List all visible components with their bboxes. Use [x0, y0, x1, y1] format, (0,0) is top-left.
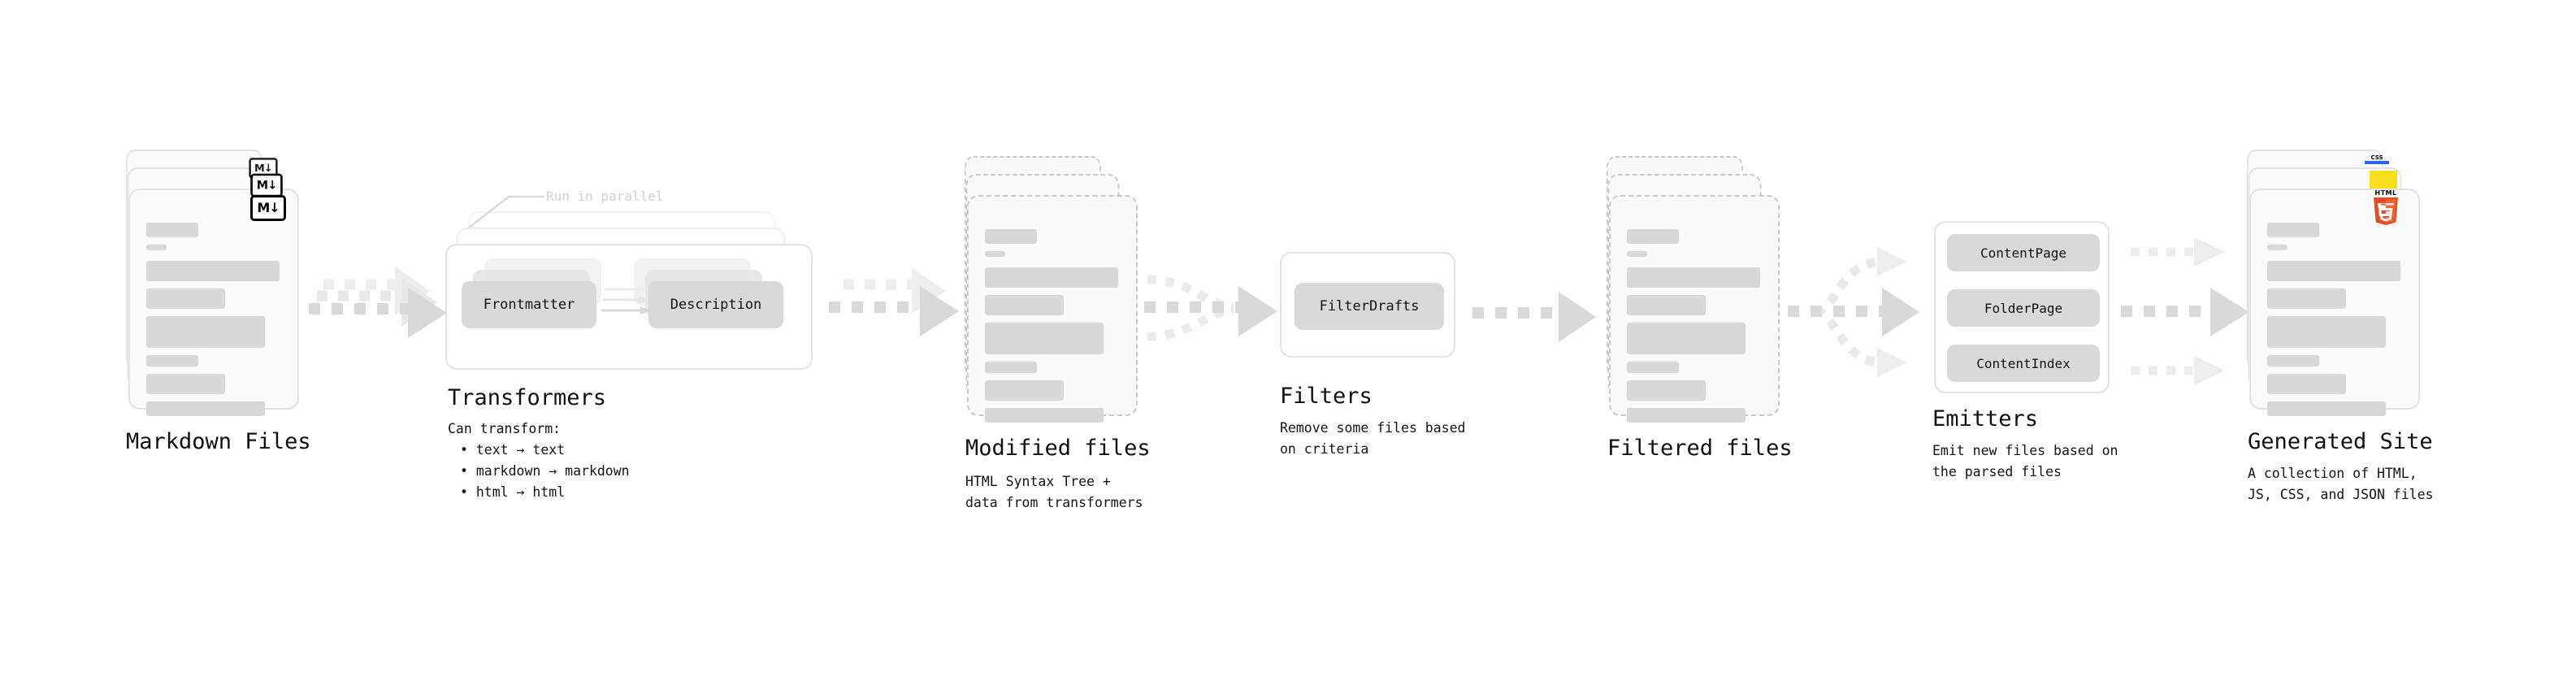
css-badge-bar [2365, 161, 2389, 164]
chip-description[interactable]: Description [648, 281, 783, 328]
skeleton-bars [985, 229, 1120, 430]
modified-file-card-front [967, 195, 1138, 423]
html5-shield-icon [2374, 197, 2398, 225]
label-emitters: Emitters [1932, 406, 2039, 432]
label-markdown-files: Markdown Files [126, 429, 311, 454]
desc-transformers-intro: Can transform: [448, 421, 562, 436]
chip-folderpage[interactable]: FolderPage [1947, 289, 2100, 327]
markdown-file-card-front [128, 189, 299, 416]
label-filtered-files: Filtered files [1607, 436, 1793, 461]
label-transformers: Transformers [448, 385, 607, 410]
markdown-badge-text-mid: M↓ [256, 178, 278, 193]
markdown-badge-mid: M↓ [250, 173, 283, 197]
connector-markdown-to-transformers [309, 260, 455, 349]
desc-transformers-bullet-2: • html → html [460, 484, 566, 500]
stage-emitters: ContentPage FolderPage ContentIndex [1934, 221, 2110, 393]
desc-modified-files: HTML Syntax Tree + data from transformer… [965, 474, 1143, 510]
connector-emitters-to-site [2121, 234, 2267, 388]
connector-filtered-to-emitters [1788, 244, 1942, 382]
chip-contentindex-label: ContentIndex [1976, 355, 2071, 371]
stage-markdown-files: M↓ M↓ M↓ [126, 150, 299, 416]
chip-folderpage-label: FolderPage [1984, 300, 2063, 316]
desc-generated-site: A collection of HTML, JS, CSS, and JSON … [2248, 466, 2434, 502]
markdown-badge-text-back: M↓ [254, 162, 273, 175]
stage-transformers: Frontmatter Description [445, 189, 819, 370]
stage-modified-files [965, 156, 1138, 423]
chip-contentpage[interactable]: ContentPage [1947, 234, 2100, 271]
label-generated-site: Generated Site [2248, 429, 2433, 454]
chip-contentpage-label: ContentPage [1980, 245, 2066, 261]
desc-emitters: Emit new files based on the parsed files [1932, 443, 2118, 479]
note-run-in-parallel: Run in parallel [546, 189, 664, 204]
connector-modified-to-filters [1144, 268, 1290, 358]
chip-filterdrafts[interactable]: FilterDrafts [1295, 283, 1444, 330]
filters-box: FilterDrafts [1280, 252, 1455, 358]
filtered-file-card-front [1609, 195, 1780, 423]
chip-description-label: Description [670, 297, 762, 313]
js-badge [2370, 171, 2397, 189]
connector-transformers-to-modified [829, 268, 967, 349]
chip-contentindex[interactable]: ContentIndex [1947, 345, 2100, 382]
skeleton-bars [1627, 229, 1762, 430]
html5-badge: HTML [2371, 190, 2400, 226]
skeleton-bars [2267, 223, 2402, 423]
css-badge: CSS [2365, 154, 2389, 164]
label-modified-files: Modified files [965, 436, 1151, 461]
markdown-badge-text: M↓ [257, 200, 280, 215]
emitters-box: ContentPage FolderPage ContentIndex [1934, 221, 2110, 393]
chip-frontmatter-label: Frontmatter [483, 297, 575, 313]
desc-filters: Remove some files based on criteria [1280, 420, 1466, 457]
inner-transform-arrows [600, 281, 652, 332]
connector-filters-to-filtered [1472, 286, 1602, 343]
transformer-box-front: Frontmatter Description [445, 244, 813, 370]
chip-filterdrafts-label: FilterDrafts [1319, 298, 1420, 314]
markdown-badge: M↓ [250, 195, 286, 221]
stage-filters: FilterDrafts [1280, 252, 1455, 358]
site-file-card-front [2249, 189, 2420, 416]
stage-filtered-files [1607, 156, 1780, 423]
chip-frontmatter[interactable]: Frontmatter [462, 281, 596, 328]
skeleton-bars [146, 223, 281, 423]
label-filters: Filters [1280, 384, 1373, 409]
css-badge-text: CSS [2370, 154, 2383, 161]
stage-generated-site: CSS HTML [2247, 150, 2420, 416]
desc-transformers-bullet-0: • text → text [460, 442, 566, 458]
desc-transformers-bullet-1: • markdown → markdown [460, 463, 630, 479]
html5-badge-text: HTML [2374, 189, 2397, 197]
